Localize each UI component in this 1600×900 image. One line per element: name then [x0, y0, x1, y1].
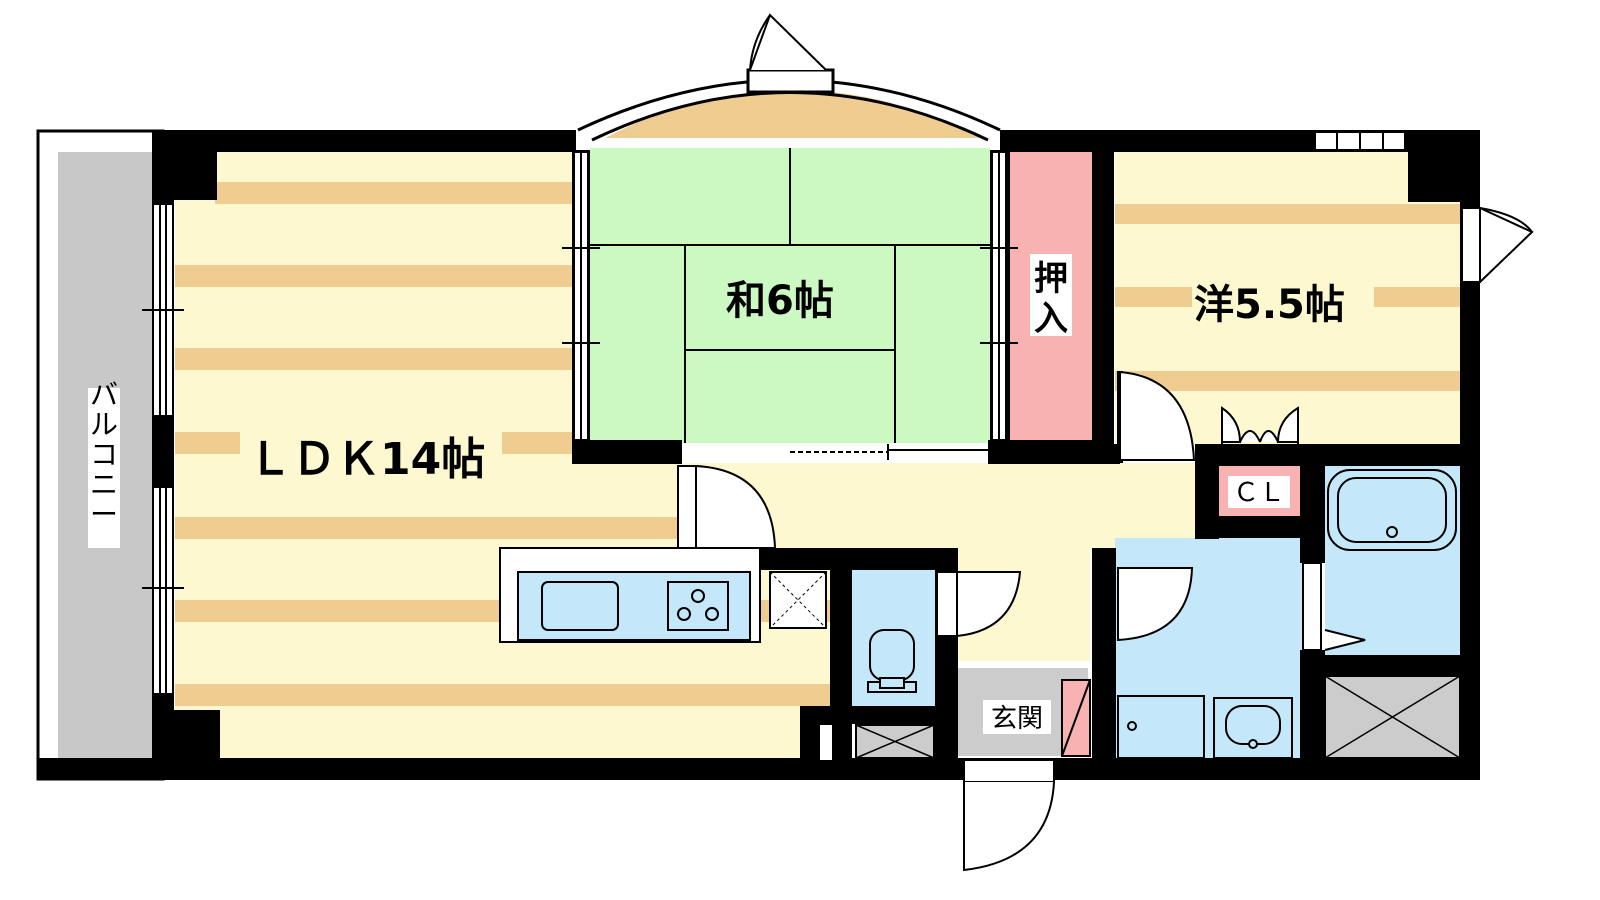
- closet-label-bg: [1228, 476, 1290, 508]
- doors: [677, 13, 1534, 872]
- refrigerator-space: [769, 571, 827, 629]
- bay-window: [746, 68, 835, 94]
- ldk-label-bg: [240, 432, 502, 482]
- balcony-label-text-char: コ: [90, 438, 118, 471]
- washitsu-fusuma-right: [980, 151, 1018, 441]
- toilet-icon: [867, 629, 917, 693]
- genkan-label-bg: [983, 700, 1051, 734]
- ldk-label: ＬＤＫ14帖: [248, 434, 485, 485]
- balcony-label: バルコニー: [88, 378, 120, 548]
- storage-toilet-x: [855, 724, 935, 759]
- washitsu-sliding-door: [790, 444, 988, 460]
- kitchen-counter: [499, 547, 761, 643]
- washing-machine-space: [1117, 695, 1205, 759]
- wash-basin-icon: [1213, 697, 1293, 759]
- balcony-label-text-char: ル: [90, 408, 118, 441]
- bathtub-icon: [1327, 469, 1457, 551]
- balcony-label-text-char: ニ: [90, 468, 118, 501]
- washitsu-label: 和6帖: [726, 278, 834, 324]
- youshitsu-label: 洋5.5帖: [1194, 282, 1345, 328]
- ldk-window-left: [142, 205, 184, 693]
- oshiire-label-char-1: 押入: [1034, 259, 1068, 339]
- youshitsu-window-top: [1314, 131, 1406, 151]
- oshiire-label: 押入: [1030, 254, 1072, 339]
- washitsu-label-bg: [722, 275, 852, 325]
- storage-bath-x: [1324, 675, 1461, 759]
- balcony-label-text-char: バ: [90, 378, 118, 411]
- oshiire-label-char-1-char: 入: [1034, 299, 1068, 339]
- oshiire-label-char-1-char: 押: [1034, 259, 1068, 299]
- washitsu-fusuma-left: [562, 151, 600, 441]
- balcony-label-text: バルコニー: [90, 378, 118, 531]
- youshitsu-label-bg: [1192, 279, 1374, 325]
- kitchen-sink: [541, 581, 619, 631]
- balcony-label-text-char: ー: [90, 498, 118, 531]
- closet-label: ＣＬ: [1233, 478, 1285, 508]
- genkan-label: 玄関: [991, 704, 1043, 734]
- shoe-cabinet-line: [1061, 679, 1091, 757]
